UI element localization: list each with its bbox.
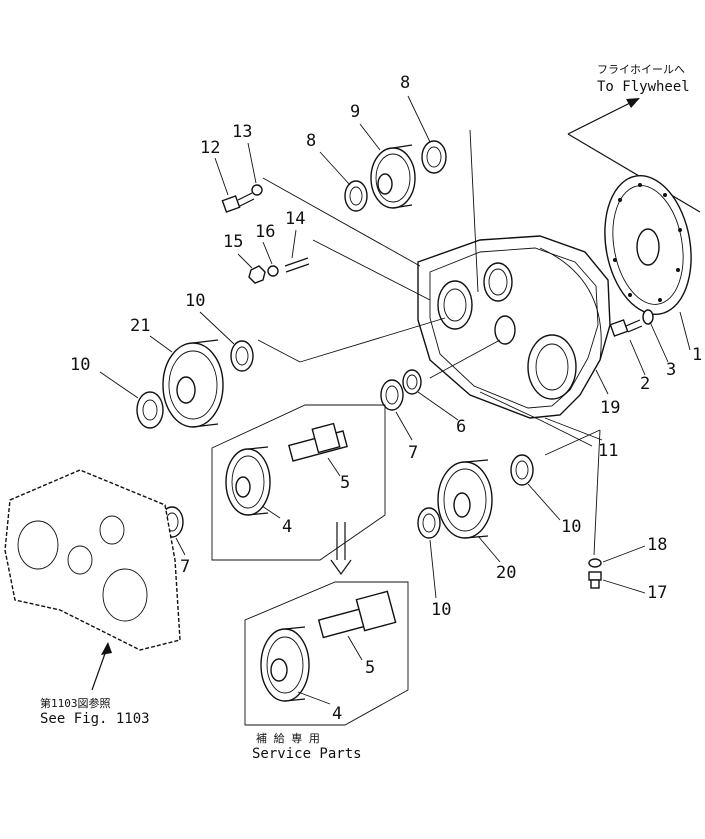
- label-part-1: 1: [692, 345, 702, 365]
- label-part-4a: 4: [282, 517, 292, 537]
- label-part-5a: 5: [340, 473, 350, 493]
- label-part-5b: 5: [365, 658, 375, 678]
- label-part-7a: 7: [408, 443, 418, 463]
- bolt-2: [609, 319, 643, 337]
- bearing-10c: [510, 454, 534, 486]
- label-part-10d: 10: [431, 600, 451, 620]
- service-parts-caption-en: Service Parts: [252, 746, 362, 762]
- label-part-8b: 8: [306, 131, 316, 151]
- gear-21: [162, 339, 224, 428]
- label-part-13: 13: [232, 122, 252, 142]
- gear-case-housing: [417, 235, 611, 419]
- label-part-14: 14: [285, 209, 305, 229]
- service-parts-caption-jp: 補 給 専 用: [256, 731, 320, 745]
- nut-15: [248, 265, 266, 284]
- reference-plate: [4, 469, 181, 691]
- bearing-8a: [421, 140, 447, 174]
- bearing-10a: [230, 340, 254, 372]
- washer-13: [251, 184, 263, 196]
- label-part-20: 20: [496, 563, 516, 583]
- bearing-7a: [380, 379, 404, 411]
- label-part-10b: 10: [70, 355, 90, 375]
- label-part-3: 3: [666, 360, 676, 380]
- gear-4a: [225, 446, 271, 516]
- label-part-17: 17: [647, 583, 667, 603]
- flywheel-housing-cover: [604, 174, 692, 316]
- down-arrow: [330, 522, 352, 576]
- label-part-11: 11: [598, 441, 618, 461]
- parts-box-service: [244, 581, 409, 726]
- label-part-10c: 10: [561, 517, 581, 537]
- label-leaders: [99, 95, 691, 705]
- bearing-10d: [417, 507, 441, 539]
- washer-16: [267, 265, 279, 277]
- gear-4b: [260, 626, 310, 702]
- seal-6: [402, 369, 422, 395]
- flywheel-arrow: [567, 98, 701, 213]
- label-part-4b: 4: [332, 704, 342, 724]
- see-fig-caption-en: See Fig. 1103: [40, 711, 150, 727]
- parts-box-upper: [211, 404, 386, 561]
- label-part-16: 16: [255, 222, 275, 242]
- stud-14: [284, 257, 310, 273]
- label-part-8a: 8: [400, 73, 410, 93]
- label-part-10a: 10: [185, 291, 205, 311]
- label-part-18: 18: [647, 535, 667, 555]
- shaft-5b: [317, 590, 397, 639]
- label-part-12: 12: [200, 138, 220, 158]
- bearing-10b: [136, 391, 164, 429]
- shaft-5a: [288, 422, 348, 462]
- o-ring-18: [588, 558, 602, 568]
- washer-3: [642, 309, 654, 325]
- label-part-2: 2: [640, 374, 650, 394]
- flywheel-caption-jp: フライホイールへ: [597, 63, 685, 76]
- leader-lines: [257, 129, 601, 556]
- gear-20: [437, 459, 493, 539]
- label-part-15: 15: [223, 232, 243, 252]
- see-fig-caption-jp: 第1103図参照: [40, 696, 111, 710]
- flywheel-caption-en: To Flywheel: [597, 79, 690, 95]
- plug-17: [588, 571, 602, 589]
- bearing-8b: [344, 180, 368, 212]
- label-part-6: 6: [456, 417, 466, 437]
- gear-9: [370, 144, 416, 209]
- label-part-19: 19: [600, 398, 620, 418]
- bolt-12: [221, 192, 255, 213]
- label-part-7b: 7: [180, 557, 190, 577]
- label-part-21: 21: [130, 316, 150, 336]
- label-part-9: 9: [350, 102, 360, 122]
